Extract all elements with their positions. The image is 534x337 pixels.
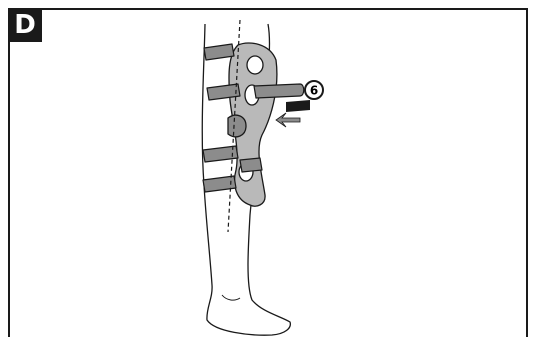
hinge-pad xyxy=(228,115,246,137)
brace-cutout-upper xyxy=(247,56,263,74)
pull-bar xyxy=(286,100,310,112)
strap-pulled xyxy=(254,84,304,98)
strap-shin-tab xyxy=(240,158,262,172)
pull-indicator xyxy=(276,100,310,127)
direction-arrow-icon xyxy=(276,113,300,127)
callout-number: 6 xyxy=(310,84,318,98)
